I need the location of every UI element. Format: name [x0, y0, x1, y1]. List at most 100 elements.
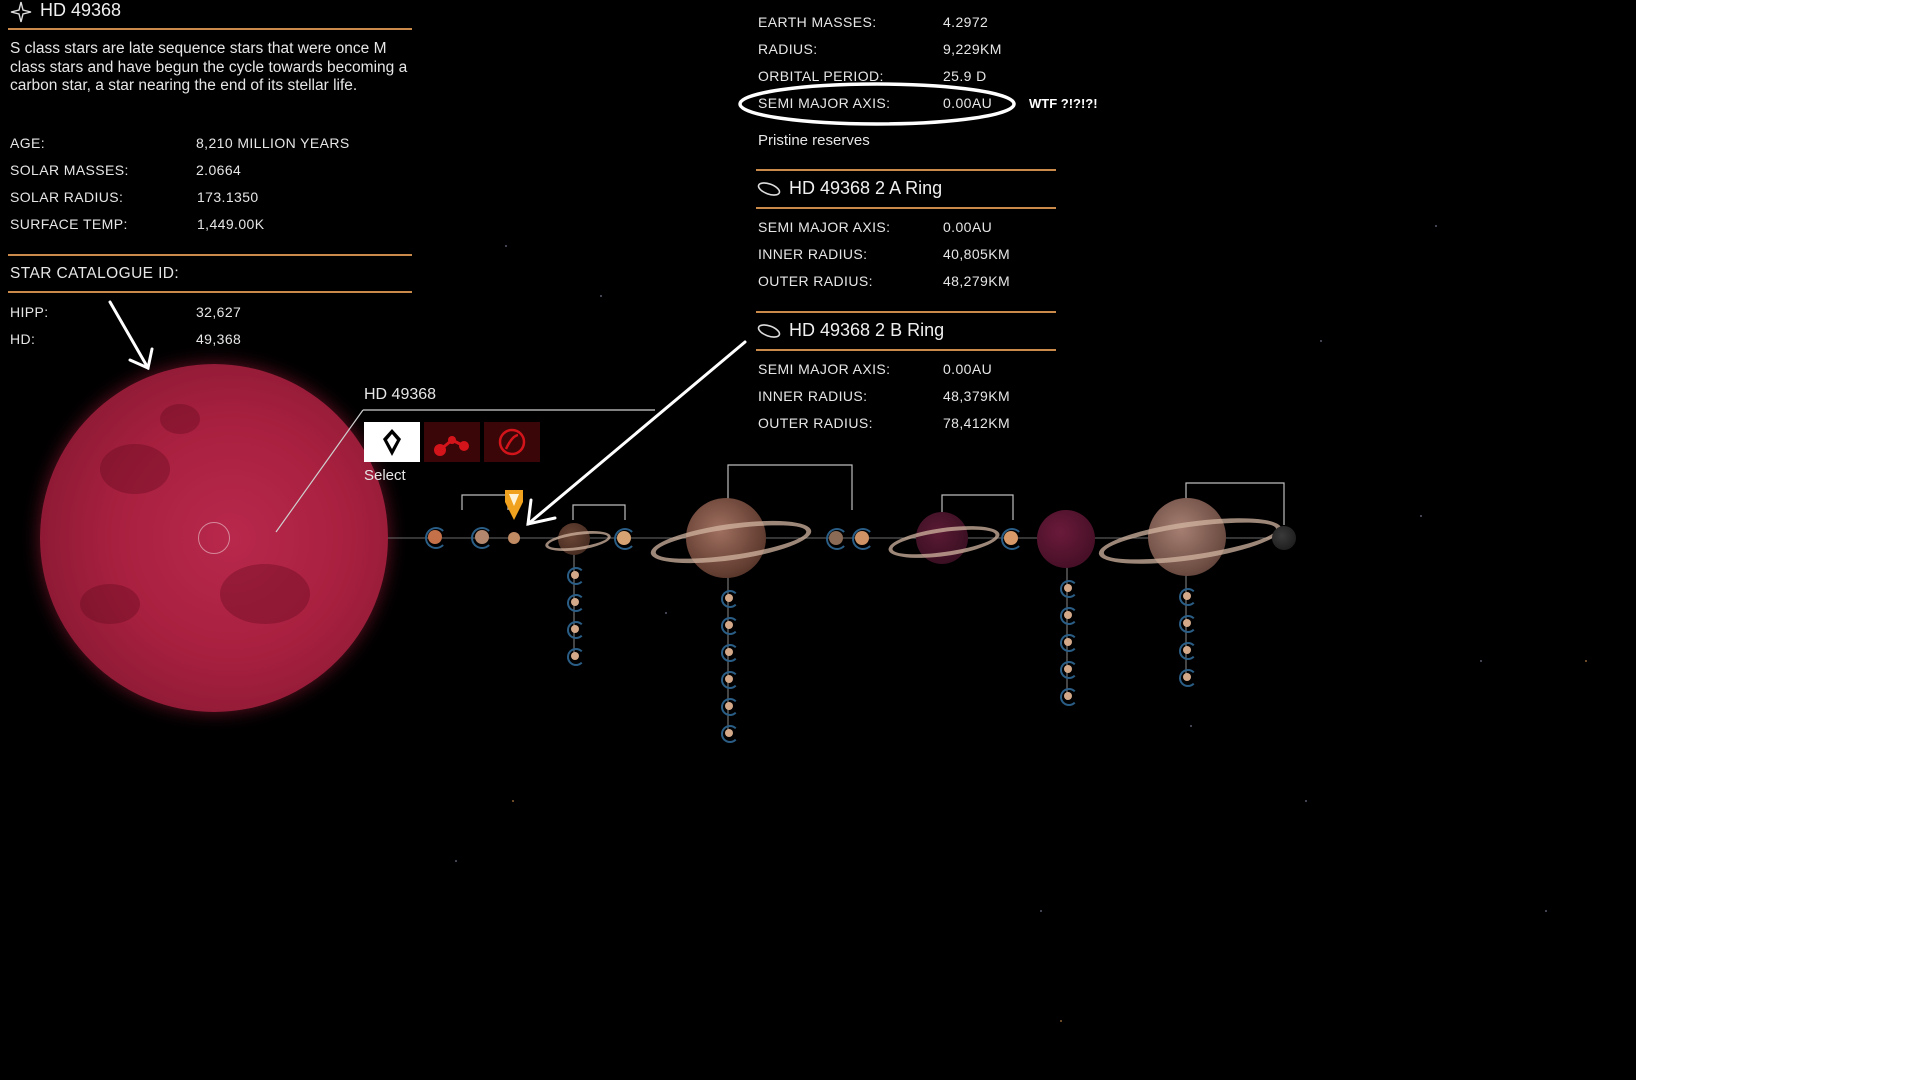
- annotation-arrow: [108, 300, 150, 370]
- target-lock-button[interactable]: [484, 422, 540, 462]
- moon-body[interactable]: [725, 648, 733, 656]
- annotation-arrow-head: [526, 498, 557, 526]
- gas-giant[interactable]: [1148, 498, 1226, 576]
- moon-orbit-icon: [721, 644, 739, 662]
- primary-star[interactable]: [40, 364, 388, 712]
- star-surface-spot: [100, 444, 170, 494]
- ringed-planet[interactable]: [916, 512, 968, 564]
- gas-giant[interactable]: [1037, 510, 1095, 568]
- star-description: S class stars are late sequence stars th…: [10, 40, 408, 94]
- ring-b-label-semi-major-axis: SEMI MAJOR AXIS:: [758, 361, 891, 377]
- moon-body[interactable]: [725, 621, 733, 629]
- ring-a-label-outer-radius: OUTER RADIUS:: [758, 273, 873, 289]
- background-star: [665, 612, 667, 614]
- star-title: HD 49368: [40, 0, 122, 20]
- ring-a-value-outer-radius: 48,279KM: [943, 273, 1011, 289]
- moon-orbit-icon: [1060, 580, 1078, 598]
- moon-body[interactable]: [1064, 665, 1072, 673]
- divider: [8, 28, 412, 30]
- moon-body[interactable]: [571, 571, 579, 579]
- select-label: Select: [364, 467, 406, 484]
- moon-body[interactable]: [725, 702, 733, 710]
- catalogue-header: STAR CATALOGUE ID:: [10, 265, 180, 282]
- stat-label-earth-masses: EARTH MASSES:: [758, 14, 877, 30]
- moon-body[interactable]: [1064, 584, 1072, 592]
- route-icon: [434, 436, 469, 456]
- moon-body[interactable]: [571, 625, 579, 633]
- moon-body[interactable]: [725, 594, 733, 602]
- orbit-indicator-icon: [425, 527, 447, 549]
- stat-value-solar-masses: 2.0664: [196, 162, 242, 178]
- ringed-planet[interactable]: [558, 523, 590, 555]
- ring-icon: [757, 324, 781, 338]
- moon-body[interactable]: [1183, 592, 1191, 600]
- catalogue-label-hipp: HIPP:: [10, 304, 49, 320]
- moon-body[interactable]: [1064, 692, 1072, 700]
- moon-body[interactable]: [1064, 638, 1072, 646]
- stat-value-surface-temp: 1,449.00K: [197, 216, 265, 232]
- system-map-viewport[interactable]: HD 49368 S class stars are late sequence…: [0, 0, 1636, 1080]
- moon-orbit-icon: [1179, 615, 1197, 633]
- moon-orbit-icon: [721, 725, 739, 743]
- ring-a-title: HD 49368 2 A Ring: [789, 178, 943, 198]
- moon-body[interactable]: [1183, 619, 1191, 627]
- moon-orbit-icon: [721, 671, 739, 689]
- orbit-bracket: [461, 494, 509, 510]
- system-map-overlay: [108, 82, 1290, 734]
- ring-a-label-semi-major-axis: SEMI MAJOR AXIS:: [758, 219, 891, 235]
- ring-b-title: HD 49368 2 B Ring: [789, 320, 945, 340]
- moon-body[interactable]: [1064, 611, 1072, 619]
- moon-body[interactable]: [725, 729, 733, 737]
- stat-value-orbital-period: 25.9 D: [943, 68, 987, 84]
- star-surface-spot: [220, 564, 310, 624]
- moon-orbit-icon: [567, 567, 585, 585]
- background-star: [1420, 515, 1422, 517]
- stat-value-radius: 9,229KM: [943, 41, 1002, 57]
- moon-orbit-icon: [1060, 661, 1078, 679]
- ring-icon: [757, 182, 781, 196]
- stat-label-solar-masses: SOLAR MASSES:: [10, 162, 129, 178]
- orbit-indicator-icon: [614, 528, 636, 550]
- moon-orbit-icon: [1179, 588, 1197, 606]
- stat-label-semi-major-axis: SEMI MAJOR AXIS:: [758, 95, 891, 111]
- moon-orbit-icon: [567, 648, 585, 666]
- background-star: [1545, 910, 1547, 912]
- context-menu-title: HD 49368: [364, 386, 437, 403]
- background-star: [1480, 660, 1482, 662]
- route-button[interactable]: [424, 422, 480, 462]
- orbit-indicator-icon: [852, 528, 874, 550]
- divider: [756, 207, 1056, 209]
- moon-orbit-icon: [1179, 642, 1197, 660]
- background-star: [1320, 340, 1322, 342]
- moon-orbit-icon: [1179, 669, 1197, 687]
- orbit-bracket: [1185, 482, 1285, 525]
- selected-planet[interactable]: [508, 532, 520, 544]
- moon-orbit-icon: [721, 617, 739, 635]
- stat-value-solar-radius: 173.1350: [197, 189, 259, 205]
- catalogue-value-hd: 49,368: [196, 331, 242, 347]
- star-selection-ring: [198, 522, 230, 554]
- ring-b-label-outer-radius: OUTER RADIUS:: [758, 415, 873, 431]
- moon-body[interactable]: [725, 675, 733, 683]
- gas-giant[interactable]: [686, 498, 766, 578]
- background-star: [600, 295, 602, 297]
- moon-body[interactable]: [1183, 673, 1191, 681]
- target-lock-icon: [498, 428, 526, 456]
- stat-label-surface-temp: SURFACE TEMP:: [10, 216, 128, 232]
- stat-label-age: AGE:: [10, 135, 46, 151]
- navigation-target-button[interactable]: [364, 422, 420, 462]
- moon-orbit-icon: [1060, 688, 1078, 706]
- background-star: [1305, 800, 1307, 802]
- stat-value-semi-major-axis: 0.00AU: [943, 95, 993, 111]
- ring-a-value-inner-radius: 40,805KM: [943, 246, 1011, 262]
- moon-body[interactable]: [1183, 646, 1191, 654]
- ring-b-value-semi-major-axis: 0.00AU: [943, 361, 993, 377]
- moon-body[interactable]: [571, 652, 579, 660]
- background-star: [512, 800, 514, 802]
- ring-b-value-outer-radius: 78,412KM: [943, 415, 1011, 431]
- planet-body[interactable]: [1272, 526, 1296, 550]
- catalogue-label-hd: HD:: [10, 331, 36, 347]
- annotation-ellipse: [738, 82, 1016, 126]
- moon-body[interactable]: [571, 598, 579, 606]
- stat-value-earth-masses: 4.2972: [943, 14, 989, 30]
